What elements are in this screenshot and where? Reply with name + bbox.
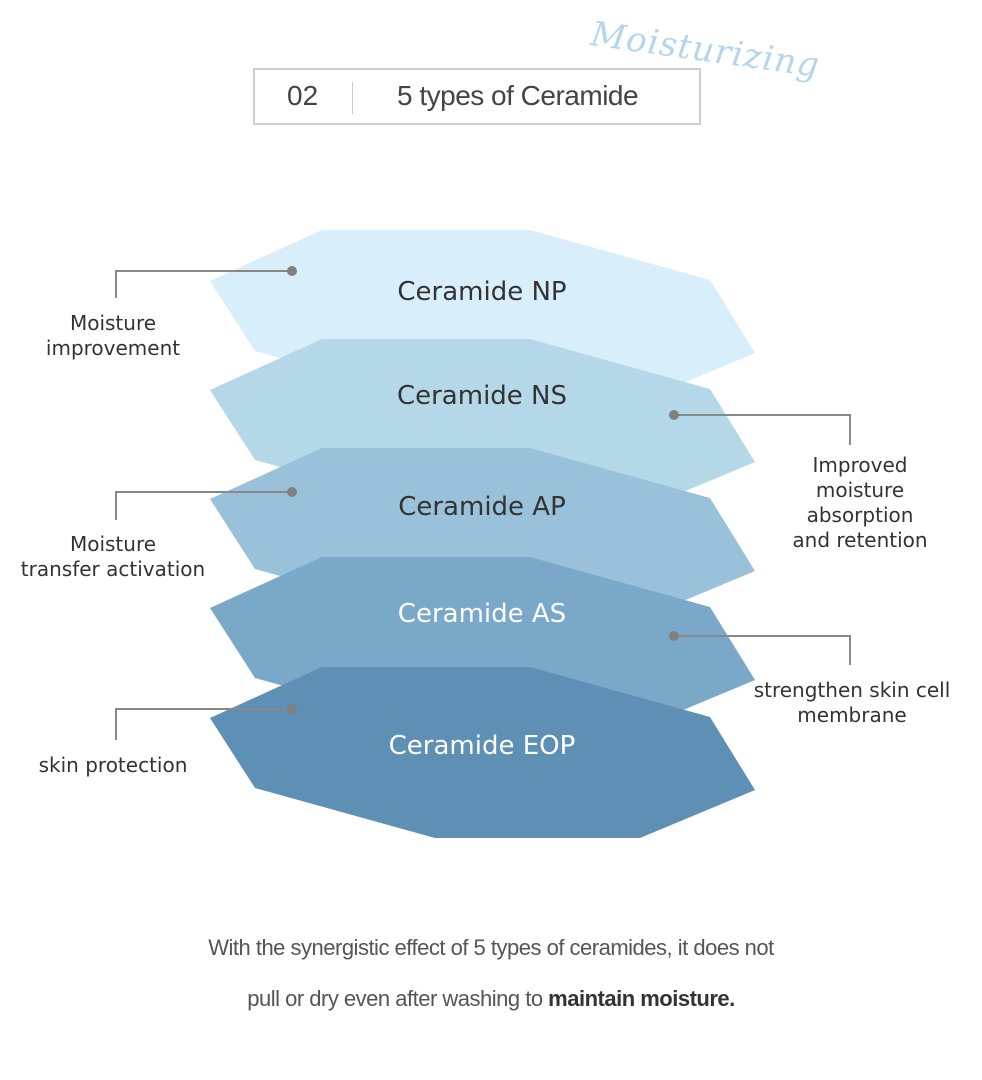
leader-line-as bbox=[674, 635, 851, 665]
leader-dot-ap bbox=[287, 487, 297, 497]
layer-label-ap: Ceramide AP bbox=[398, 492, 566, 522]
layer-shape-eop bbox=[210, 667, 755, 838]
section-title: 5 types of Ceramide bbox=[397, 80, 639, 111]
footer-emphasis: maintain moisture. bbox=[548, 986, 735, 1011]
footer-line-2-text: pull or dry even after washing to bbox=[247, 986, 549, 1011]
leader-dot-np bbox=[287, 266, 297, 276]
callout-skin-protection: skin protection bbox=[38, 753, 188, 777]
layer-label-ns: Ceramide NS bbox=[397, 381, 567, 411]
layer-label-np: Ceramide NP bbox=[397, 277, 566, 307]
layer-eop: Ceramide EOP bbox=[210, 667, 755, 838]
leader-line-ns bbox=[674, 414, 851, 445]
leader-dot-ns bbox=[669, 410, 679, 420]
layer-label-as: Ceramide AS bbox=[398, 599, 566, 629]
section-number: 02 bbox=[287, 80, 319, 111]
leader-dot-eop bbox=[287, 704, 297, 714]
leader-line-eop bbox=[115, 708, 292, 740]
title-divider bbox=[352, 82, 353, 114]
section-title-box: 02 5 types of Ceramide bbox=[253, 68, 701, 125]
leader-dot-as bbox=[669, 631, 679, 641]
leader-line-ap bbox=[115, 491, 292, 520]
leader-line-np bbox=[115, 270, 292, 298]
footer-line-1: With the synergistic effect of 5 types o… bbox=[208, 935, 774, 960]
layer-label-eop: Ceramide EOP bbox=[389, 731, 576, 761]
footer-line-2: pull or dry even after washing to mainta… bbox=[0, 986, 982, 1012]
